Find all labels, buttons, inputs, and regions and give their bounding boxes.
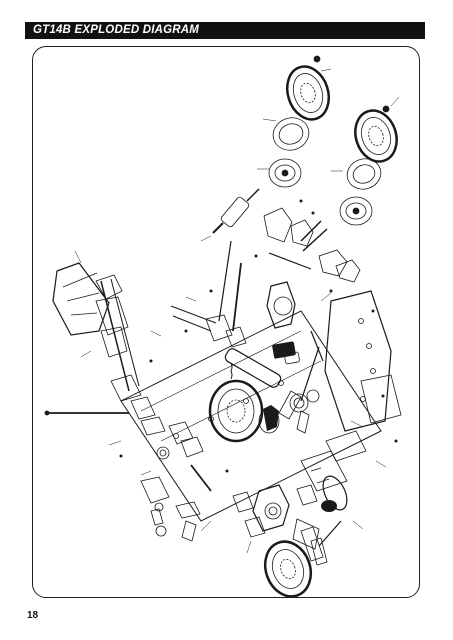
exploded-diagram-frame [32, 46, 420, 598]
tire-bottom [263, 540, 313, 597]
page-number: 18 [27, 610, 39, 621]
rear-shock-upper [212, 188, 260, 234]
motor [321, 475, 348, 512]
tire-right [354, 109, 398, 163]
main-chassis [120, 310, 382, 522]
header-bar: GT14B EXPLODED DIAGRAM [25, 22, 425, 39]
page-title: GT14B EXPLODED DIAGRAM [33, 24, 200, 36]
exploded-diagram [44, 55, 402, 597]
tire-center [208, 379, 264, 443]
tire-top [285, 65, 331, 121]
front-body [52, 262, 110, 336]
